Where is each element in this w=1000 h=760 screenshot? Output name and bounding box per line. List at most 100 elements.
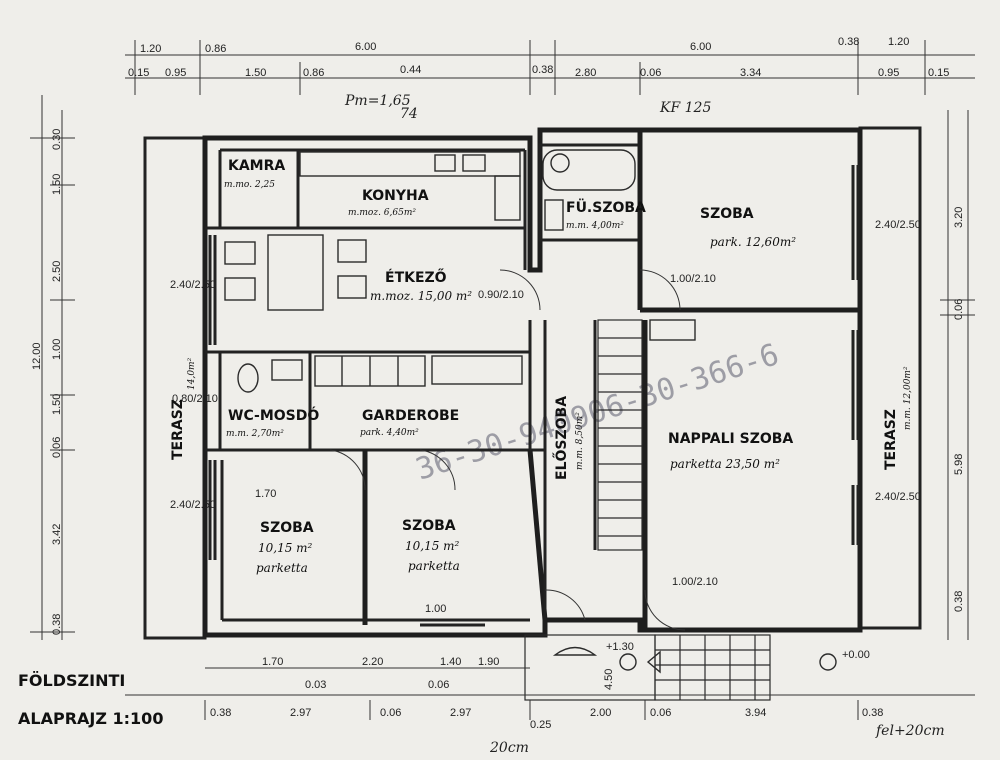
- room-etkezo-name: ÉTKEZŐ: [385, 268, 447, 286]
- bottom-dimension-lines: [125, 667, 975, 720]
- dim-bottom2-1: 0.38: [210, 707, 231, 719]
- dim-top2-9: 0.15: [928, 67, 949, 79]
- dim-bottom-5: +0.00: [842, 649, 870, 661]
- room-szoba-tr-area: park. 12,60m²: [710, 235, 796, 249]
- window-dim-3: 2.40/2.50: [875, 219, 921, 231]
- window-dim-1: 2.40/2.50: [170, 279, 216, 291]
- dim-left-5: 1.50: [51, 394, 63, 415]
- window-dim-2: 2.40/2.50: [170, 499, 216, 511]
- outer-walls: [202, 127, 863, 638]
- room-terasz-left-name: TERASZ: [170, 399, 186, 460]
- room-szoba-bm-area2: parketta: [408, 559, 460, 573]
- dim-right-2: 0.06: [953, 299, 965, 320]
- room-terasz-right-area: m.m. 12,00m²: [903, 366, 913, 430]
- door-dim-5: 1.00: [425, 603, 446, 615]
- dim-bottom2-2: 2.97: [290, 707, 311, 719]
- room-labels: KAMRA m.mo. 2,25 KONYHA m.moz. 6,65m² FÜ…: [170, 158, 913, 575]
- dim-left-6: 0.06: [51, 437, 63, 458]
- dim-bottom-4: 1.90: [478, 656, 499, 668]
- door-dim-1: 1.00/2.10: [670, 273, 716, 285]
- dim-right-1: 3.20: [953, 207, 965, 228]
- dim-left-7: 3.42: [51, 524, 63, 545]
- room-eloszoba-name: ELŐSZOBA: [552, 396, 570, 480]
- dim-top2-3: 1.50: [245, 67, 266, 79]
- dim-bottom2-6: 2.00: [590, 707, 611, 719]
- dim-top-8: 1.20: [888, 36, 909, 48]
- room-furdo-area: m.m. 4,00m²: [566, 221, 624, 231]
- top-dimension-lines: [125, 40, 975, 95]
- room-szoba-bm-area1: 10,15 m²: [405, 539, 460, 553]
- dim-left-total: 12.00: [31, 342, 43, 370]
- room-szoba-bl-area2: parketta: [256, 561, 308, 575]
- dim-bottom3-2: 0.06: [428, 679, 449, 691]
- dim-top2-7: 3.34: [740, 67, 761, 79]
- left-dimension-labels: 12.00 0.30 1.50 2.50 1.00 1.50 0.06 3.42…: [31, 129, 63, 635]
- dim-left-8: 0.38: [51, 614, 63, 635]
- title-line-2: ALAPRAJZ 1:100: [18, 709, 163, 728]
- room-kamra-name: KAMRA: [228, 158, 285, 174]
- plan-title: FÖLDSZINTI ALAPRAJZ 1:100: [18, 671, 163, 728]
- door-dim-2: 1.00/2.10: [672, 576, 718, 588]
- door-swings: [329, 269, 686, 631]
- dim-top-6: 6.00: [690, 41, 711, 53]
- dim-left-1: 0.30: [51, 129, 63, 150]
- title-line-1: FÖLDSZINTI: [18, 671, 125, 690]
- dim-bottom-2: 2.20: [362, 656, 383, 668]
- window-dim-4: 2.40/2.50: [875, 491, 921, 503]
- room-konyha-name: KONYHA: [362, 188, 429, 204]
- room-terasz-right-name: TERASZ: [883, 409, 899, 470]
- room-furdo-name: FÜ.SZOBA: [566, 198, 646, 216]
- dim-left-4: 1.00: [51, 339, 63, 360]
- right-dimension-lines: [940, 110, 975, 640]
- dim-bottom2-4: 2.97: [450, 707, 471, 719]
- room-konyha-area: m.moz. 6,65m²: [348, 208, 416, 218]
- note-20cm: 20cm: [489, 740, 529, 756]
- room-eloszoba-area: m.m. 8,50m²: [575, 412, 585, 470]
- dim-bottom2-5: 0.25: [530, 719, 551, 731]
- room-garderobe-area: park. 4,40m²: [360, 428, 419, 438]
- dim-top2-1: 0.15: [128, 67, 149, 79]
- dim-left-3: 2.50: [51, 261, 63, 282]
- dim-right-3: 5.98: [953, 454, 965, 475]
- interior-walls: [205, 130, 860, 630]
- dim-left-2: 1.50: [51, 174, 63, 195]
- room-wc-name: WC-MOSDÓ: [228, 406, 319, 424]
- dim-top2-4: 0.86: [303, 67, 324, 79]
- room-szoba-bl-name: SZOBA: [260, 520, 314, 536]
- room-nappali-area: parketta 23,50 m²: [670, 457, 780, 471]
- dim-top-4: 0.44: [400, 64, 421, 76]
- dim-top-3: 6.00: [355, 41, 376, 53]
- dim-top-2: 0.86: [205, 43, 226, 55]
- room-wc-area: m.m. 2,70m²: [226, 429, 284, 439]
- staircase: [597, 319, 643, 551]
- room-etkezo-area: m.moz. 15,00 m²: [370, 289, 472, 303]
- bottom-dimension-labels: 1.70 2.20 1.40 1.90 +0.00 0.38 2.97 0.06…: [210, 641, 883, 731]
- dim-bottom3-1: 0.03: [305, 679, 326, 691]
- note-74: 74: [400, 106, 418, 122]
- windows: [208, 165, 860, 627]
- right-dimension-labels: 3.20 0.06 5.98 0.38: [953, 207, 965, 612]
- door-dim-6: 1.70: [255, 488, 276, 500]
- dim-bottom-3: 1.40: [440, 656, 461, 668]
- note-pm: Pm=1,65: [344, 93, 411, 109]
- door-dim-3: 0.80/2.10: [172, 393, 218, 405]
- dim-top2-6: 0.06: [640, 67, 661, 79]
- dim-top2-2: 0.95: [165, 67, 186, 79]
- dim-bottom2-3: 0.06: [380, 707, 401, 719]
- dim-top-1: 1.20: [140, 43, 161, 55]
- dim-bottom2-7: 0.06: [650, 707, 671, 719]
- dim-top2-8: 0.95: [878, 67, 899, 79]
- note-fel: fel+20cm: [875, 723, 945, 739]
- room-garderobe-name: GARDEROBE: [362, 408, 459, 424]
- room-szoba-tr-name: SZOBA: [700, 206, 754, 222]
- dim-bottom3-4: +1.30: [606, 641, 634, 653]
- room-szoba-bm-name: SZOBA: [402, 518, 456, 534]
- furniture: [224, 149, 696, 393]
- top-dimension-labels: 1.20 0.86 6.00 0.44 0.38 6.00 0.38 1.20 …: [128, 36, 949, 79]
- note-kf: KF 125: [659, 100, 711, 116]
- entry-steps: [524, 634, 837, 701]
- room-szoba-bl-area1: 10,15 m²: [258, 541, 313, 555]
- left-dimension-lines: [30, 95, 75, 640]
- dim-top2-5: 2.80: [575, 67, 596, 79]
